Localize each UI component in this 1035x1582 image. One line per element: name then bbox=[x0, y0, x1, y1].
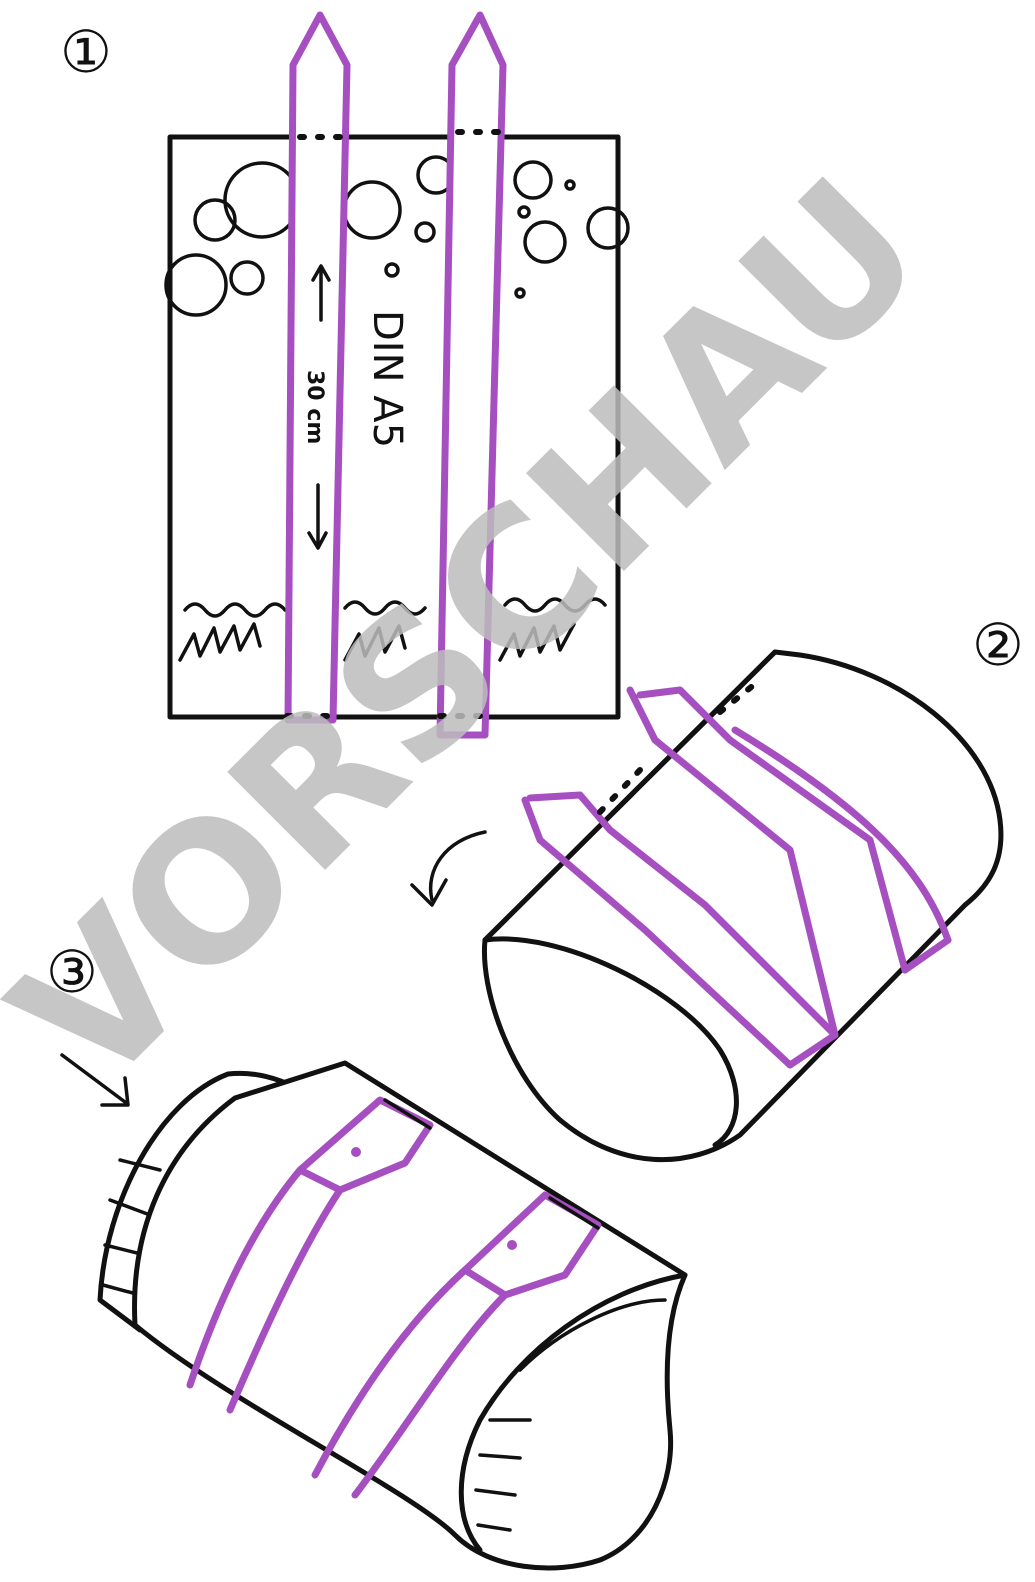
cylinder-top-edge bbox=[482, 649, 778, 943]
wrapped-roll-body bbox=[132, 1060, 688, 1571]
step-3-group: ③ bbox=[46, 938, 688, 1571]
cylinder-opening bbox=[482, 936, 739, 1148]
wrapped-strip-front bbox=[521, 791, 839, 1069]
wrapped-roll-opening bbox=[458, 1272, 688, 1553]
strip-length-label: 30 cm bbox=[302, 370, 327, 444]
strip-with-tab-lower bbox=[311, 1191, 602, 1499]
roll-direction-arrow bbox=[410, 830, 487, 907]
inner-roll-ridges-front bbox=[474, 1298, 667, 1532]
wrapped-strip-back-right bbox=[731, 726, 952, 944]
paper-strip-left bbox=[284, 11, 351, 724]
wrapped-strip-front-end bbox=[786, 936, 952, 1069]
wrapped-strip-back bbox=[626, 686, 909, 1039]
length-arrow bbox=[307, 264, 331, 550]
fold-mark-dots-step2 bbox=[597, 677, 763, 815]
rolled-cylinder-body bbox=[481, 649, 1004, 1163]
fold-mark-dots bbox=[284, 129, 501, 719]
strip-fastener-dot-lower bbox=[507, 1240, 517, 1250]
direction-arrow-step3 bbox=[60, 1053, 130, 1107]
strip-fastener-dot-upper bbox=[351, 1147, 361, 1157]
step-1-group: ① bbox=[60, 11, 630, 739]
paper-format-label: DIN A5 bbox=[364, 310, 410, 448]
step-2-number: ② bbox=[972, 611, 1024, 679]
glue-seam-mark bbox=[383, 1098, 600, 1230]
seabed-decoration bbox=[178, 597, 607, 662]
paper-strip-right bbox=[436, 11, 507, 739]
step-2-group: ② bbox=[410, 611, 1024, 1163]
inner-roll-ridges-rear bbox=[101, 1158, 162, 1297]
step-1-number: ① bbox=[60, 18, 112, 86]
step-3-number: ③ bbox=[46, 938, 98, 1006]
